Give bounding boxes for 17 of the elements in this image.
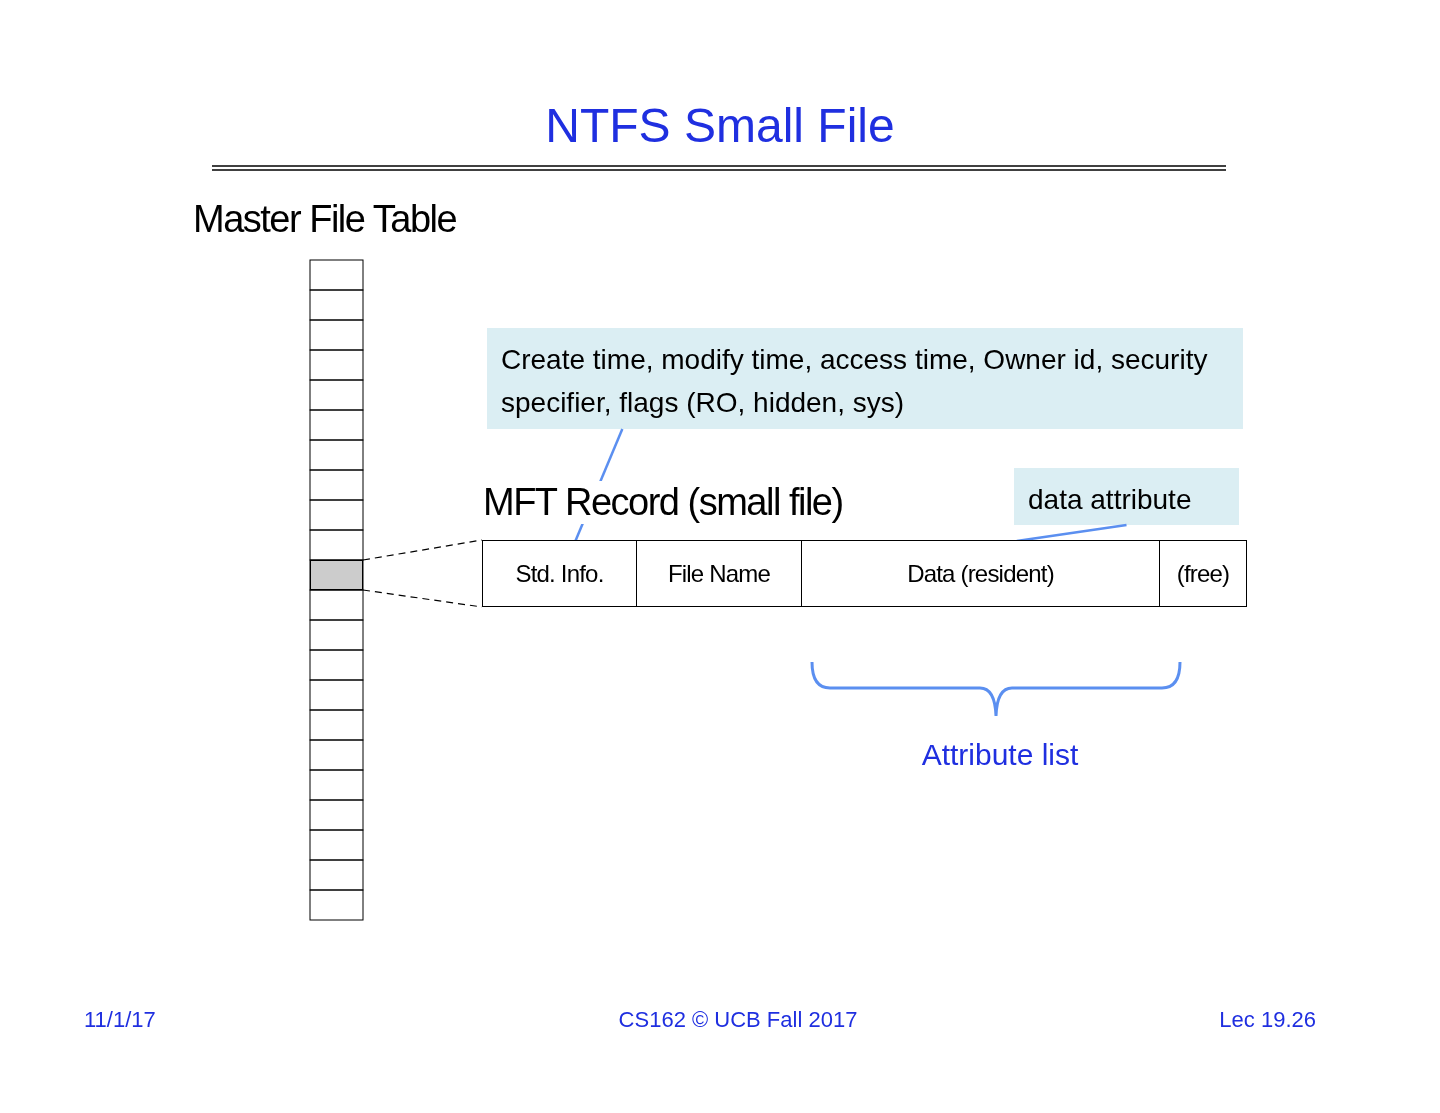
field-label: File Name: [667, 559, 771, 588]
field-label: Std. Info.: [515, 559, 604, 588]
callout-text: Create time, modify time, access time, Owner id, security specifier, flags (RO, hidden, sys): [501, 343, 1209, 420]
bracket-label: Attribute list: [920, 738, 1080, 772]
field-label: (free): [1176, 559, 1230, 588]
course-footer: CS162 © UCB Fall 2017: [470, 1007, 1006, 1033]
field-label: Data (resident): [907, 559, 1054, 588]
callout-text: data attribute: [1028, 483, 1193, 517]
record-heading: MFT Record (small file): [483, 481, 843, 524]
callout-box: [1014, 468, 1239, 525]
slide-title: NTFS Small File: [544, 98, 896, 153]
table-heading: Master File Table: [193, 198, 457, 241]
date-footer: 11/1/17: [84, 1007, 156, 1033]
callout-box: [487, 328, 1243, 429]
slide-number-footer: Lec 19.26: [1219, 1007, 1316, 1033]
dashed-zoom-line: [362, 539, 483, 561]
highlighted-table-row: [310, 560, 363, 590]
